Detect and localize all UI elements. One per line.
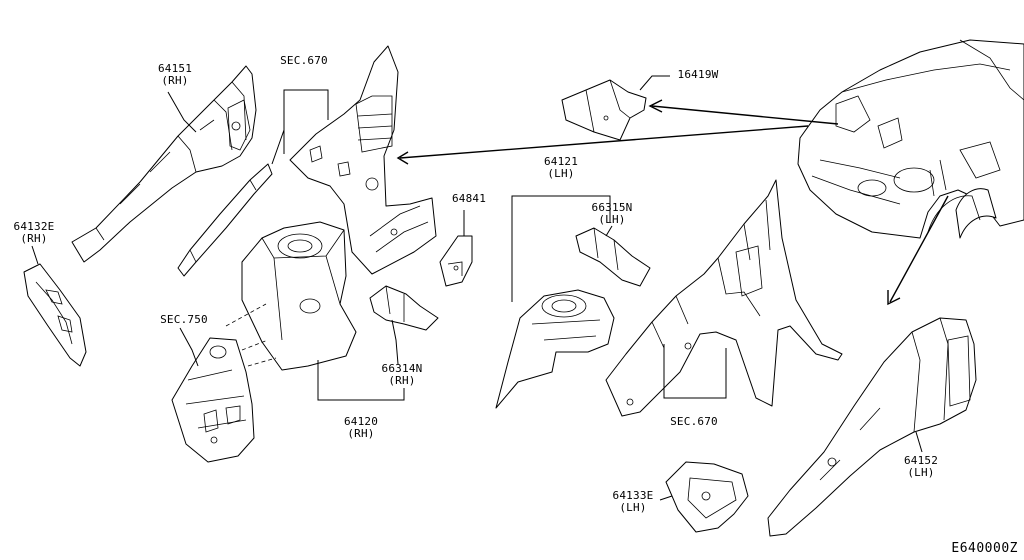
label-sec670-top-text: SEC.670	[280, 54, 328, 67]
label-sec750: SEC.750	[152, 314, 216, 326]
leader-64152	[915, 431, 923, 453]
part-64152-lh	[767, 317, 977, 537]
label-64151-number: 64151	[157, 62, 193, 75]
part-upper-apron-panel	[289, 45, 437, 275]
label-64151: 64151 (RH)	[150, 63, 200, 87]
leader-16419w	[639, 75, 670, 91]
part-64841	[439, 235, 473, 287]
label-66315n-number: 66315N	[591, 201, 633, 214]
leader-sec670-top	[283, 89, 329, 154]
arrow-to-16419w	[648, 99, 839, 125]
label-66314n-side: (RH)	[388, 374, 416, 387]
label-64121: 64121 (LH)	[536, 156, 586, 180]
label-64152-number: 64152	[903, 454, 939, 467]
label-64120-number: 64120	[343, 415, 379, 428]
label-64133e-side: (LH)	[619, 501, 647, 514]
part-64151-rh	[71, 65, 257, 263]
label-64133e-number: 64133E	[612, 489, 654, 502]
leader-sec750	[179, 327, 199, 367]
leader-64121	[511, 195, 611, 302]
label-64121-number: 64121	[543, 155, 579, 168]
label-66314n-number: 66314N	[381, 362, 423, 375]
part-66314n-rh	[369, 285, 439, 331]
label-64120: 64120 (RH)	[336, 416, 386, 440]
label-sec670-bottom-text: SEC.670	[670, 415, 718, 428]
label-64132e: 64132E (RH)	[4, 221, 64, 245]
vehicle-reference-illustration	[797, 39, 1024, 239]
leader-64151	[167, 91, 197, 133]
leader-66314n	[391, 319, 399, 365]
part-sec750-mount	[171, 337, 255, 463]
label-64132e-side: (RH)	[20, 232, 48, 245]
part-16419w	[561, 79, 647, 141]
part-sec670-upper-brace	[177, 163, 273, 277]
label-64121-side: (LH)	[547, 167, 575, 180]
label-sec670-top: SEC.670	[272, 55, 336, 67]
label-64132e-number: 64132E	[13, 220, 55, 233]
label-64151-side: (RH)	[161, 74, 189, 87]
label-64841: 64841	[444, 193, 494, 205]
label-16419w: 16419W	[670, 69, 726, 81]
label-66315n-side: (LH)	[598, 213, 626, 226]
leader-sec670-top-drop	[271, 129, 285, 165]
label-64152-side: (LH)	[907, 466, 935, 479]
part-64132e-rh	[23, 263, 87, 367]
diagram-code: E640000Z	[951, 541, 1018, 556]
leader-66315n	[605, 225, 613, 237]
label-sec670-bottom: SEC.670	[662, 416, 726, 428]
label-16419w-number: 16419W	[677, 68, 719, 81]
part-66315n-lh	[575, 227, 651, 287]
part-64133e-lh	[665, 461, 749, 533]
connection-dash-1	[225, 303, 267, 327]
part-sec670-lower-panel	[605, 179, 843, 417]
label-64120-side: (RH)	[347, 427, 375, 440]
leader-64120	[317, 360, 405, 401]
leader-sec670-bottom	[663, 344, 727, 399]
part-64120-rh	[241, 221, 357, 371]
leader-64133e	[659, 495, 673, 501]
label-64152: 64152 (LH)	[896, 455, 946, 479]
part-64121-lh	[495, 289, 615, 409]
arrow-to-upper-panel	[396, 125, 809, 165]
label-64841-number: 64841	[451, 192, 487, 205]
label-64133e: 64133E (LH)	[602, 490, 664, 514]
arrow-to-64152	[887, 195, 949, 306]
connection-dash-2	[241, 339, 269, 351]
label-66315n: 66315N (LH)	[584, 202, 640, 226]
label-sec750-text: SEC.750	[160, 313, 208, 326]
leader-64132e	[31, 245, 39, 265]
label-66314n: 66314N (RH)	[372, 363, 432, 387]
connection-dash-3	[247, 357, 277, 367]
